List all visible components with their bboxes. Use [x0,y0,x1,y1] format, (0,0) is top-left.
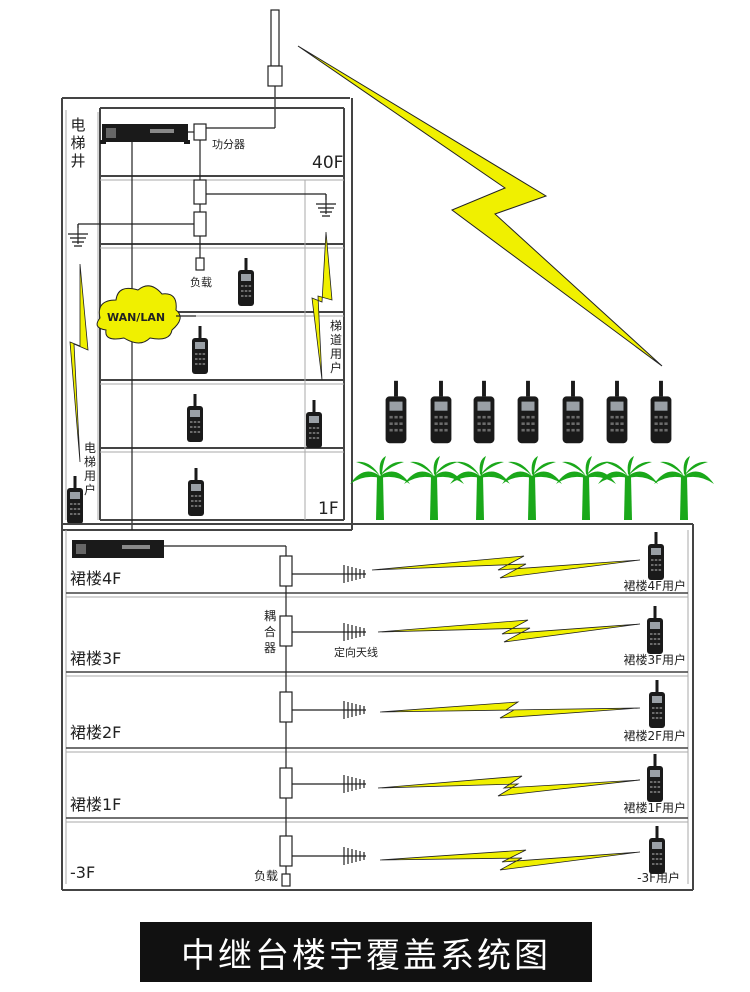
radio-icon [606,380,628,444]
podium-frame [61,523,694,891]
directional-antenna-icon [343,564,367,584]
podium-floor-label: 裙楼3F [70,649,121,668]
radio-icon [385,380,407,444]
elevator-user-label-3: 用 [84,469,96,483]
directional-antenna-icon [343,700,367,720]
podium-user-label: 裙楼2F用户 [623,728,686,743]
repeater-top [100,124,190,144]
radio-icon [238,258,254,306]
podium-user-label: 裙楼1F用户 [623,800,686,815]
radio-icon [647,754,663,802]
podium-floor-label: 裙楼4F [70,569,121,588]
radio-icon [306,400,322,448]
stairway-user-label-2: 道 [330,333,342,347]
splitter-label: 功分器 [212,138,245,151]
radio-icon [187,394,203,442]
elevator-shaft-label-1: 电 [70,116,85,134]
podium-user-label: 裙楼4F用户 [623,578,686,593]
podium-floor-label: -3F [70,863,95,882]
elevator-user-label-4: 户 [84,482,96,497]
coupler-chain [279,555,293,887]
tower-load-label: 负载 [190,275,212,289]
radio-icon [67,476,83,524]
podium-user-label: -3F用户 [637,870,680,885]
stairway-lightning [311,231,333,381]
palm-tree-icon [404,456,464,520]
radio-icon [517,380,539,444]
palm-tree-icon [502,456,562,520]
palm-tree-icon [350,456,410,520]
radio-icon [430,380,452,444]
directional-antenna-label: 定向天线 [334,645,378,659]
elevator-user-label-2: 梯 [84,455,96,469]
directional-antenna-icon [343,774,367,794]
radio-icon [650,380,672,444]
floor-label-40f: 40F [312,153,343,173]
stairway-user-label-3: 用 [330,347,342,361]
podium-floor-label: 裙楼2F [70,723,121,742]
outdoor-lightning-link [297,45,663,367]
ceiling-antenna-elevator [67,223,89,247]
ceiling-antenna-stairway [315,193,337,217]
palm-tree-icon [598,456,658,520]
radio-icon [192,326,208,374]
floor-label-1f: 1F [318,499,339,519]
radio-icon [647,606,663,654]
palm-tree-icon [450,456,510,520]
podium-floor-label: 裙楼1F [70,795,121,814]
coupler-label-2: 合 [264,624,276,639]
wan-lan-label: WAN/LAN [107,311,165,324]
coupler-label-3: 器 [264,641,276,655]
wan-lan-cloud [96,285,181,344]
elevator-user-label-1: 电 [84,441,96,455]
repeater-podium [72,540,164,558]
directional-antenna-icon [343,846,367,866]
splitter-chain [193,123,207,271]
elevator-shaft-label-3: 井 [70,152,85,170]
stairway-user-label-1: 梯 [330,319,342,333]
palm-tree-icon [654,456,714,520]
radio-icon [188,468,204,516]
radio-icon [649,680,665,728]
rooftop-antenna [205,9,283,129]
elevator-shaft-label-2: 梯 [70,134,85,152]
podium-load-label: 负载 [254,869,278,883]
tower-frame [61,97,353,531]
stairway-user-label-4: 户 [330,360,342,375]
radio-icon [562,380,584,444]
diagram-title: 中继台楼宇覆盖系统图 [140,922,592,982]
podium-lightning [371,555,641,871]
elevator-lightning [69,263,89,463]
coupler-label-1: 耦 [264,609,276,623]
radio-icon [473,380,495,444]
directional-antenna-icon [343,622,367,642]
palm-tree-icon [556,456,616,520]
radio-icon [649,826,665,874]
podium-user-label: 裙楼3F用户 [623,652,686,667]
radio-icon [648,532,664,580]
